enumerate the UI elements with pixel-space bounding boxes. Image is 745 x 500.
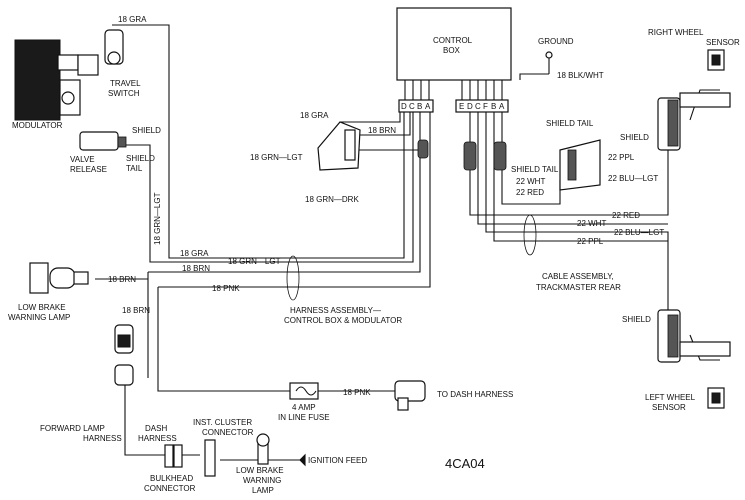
label-shield-right-bottom: SHIELD bbox=[622, 315, 651, 324]
pin-left-d: D bbox=[401, 102, 407, 111]
label-valve-release-2: RELEASE bbox=[70, 165, 107, 174]
plug-left bbox=[417, 139, 429, 159]
pin-right-a: A bbox=[499, 102, 505, 111]
label-forward-lamp-2: HARNESS bbox=[83, 434, 122, 443]
label-22-ppl: 22 PPL bbox=[577, 237, 604, 246]
label-low-brake-bottom-1: LOW BRAKE bbox=[236, 466, 284, 475]
low-brake-warning-lamp-bottom bbox=[256, 433, 270, 465]
plug-right-1 bbox=[463, 141, 477, 171]
label-fuse-1: 4 AMP bbox=[292, 403, 316, 412]
label-harness-assembly-1: HARNESS ASSEMBLY— bbox=[290, 306, 381, 315]
label-harness-assembly-2: CONTROL BOX & MODULATOR bbox=[284, 316, 402, 325]
label-right-wheel-sensor-1: RIGHT WHEEL bbox=[648, 28, 704, 37]
label-18-blk-wht: 18 BLK/WHT bbox=[557, 71, 604, 80]
label-bulkhead-2: CONNECTOR bbox=[144, 484, 196, 493]
dash-harness-plug bbox=[394, 380, 426, 411]
label-18-brn-lamp: 18 BRN bbox=[108, 275, 136, 284]
travel-switch bbox=[104, 29, 124, 65]
label-18-grn-lgt-vertical: 18 GRN—LGT bbox=[153, 192, 162, 245]
label-ground: GROUND bbox=[538, 37, 574, 46]
label-right-wheel-sensor-2: SENSOR bbox=[706, 38, 740, 47]
ground-terminal bbox=[545, 51, 553, 59]
label-low-brake-bottom-2: WARNING bbox=[243, 476, 281, 485]
label-18-grn-lgt-conn: 18 GRN—LGT bbox=[250, 153, 303, 162]
label-18-brn-bus: 18 BRN bbox=[182, 264, 210, 273]
bulkhead-connector bbox=[164, 444, 183, 468]
label-22-wht-conn: 22 WHT bbox=[516, 177, 545, 186]
label-shield-tail-mid: SHIELD TAIL bbox=[511, 165, 559, 174]
label-shield-tail-left-2: TAIL bbox=[126, 164, 143, 173]
pin-right-b: B bbox=[491, 102, 496, 111]
label-valve-release-1: VALVE bbox=[70, 155, 95, 164]
label-to-dash-harness: TO DASH HARNESS bbox=[437, 390, 513, 399]
label-travel-switch-2: SWITCH bbox=[108, 89, 140, 98]
right-wheel-sensor bbox=[707, 49, 725, 71]
label-left-wheel-sensor-2: SENSOR bbox=[652, 403, 686, 412]
label-22-red-conn: 22 RED bbox=[516, 188, 544, 197]
label-inst-cluster-2: CONNECTOR bbox=[202, 428, 254, 437]
right-harness-upper bbox=[657, 92, 731, 151]
plug-right-2 bbox=[493, 141, 507, 171]
label-shield-left: SHIELD bbox=[132, 126, 161, 135]
right-harness-lower bbox=[657, 309, 731, 363]
control-box-side-connector bbox=[317, 121, 361, 171]
control-box-right-connector bbox=[455, 99, 509, 113]
label-18-gra-conn: 18 GRA bbox=[300, 111, 329, 120]
label-bulkhead-1: BULKHEAD bbox=[150, 474, 193, 483]
label-modulator: MODULATOR bbox=[12, 121, 63, 130]
label-control-box-1: CONTROL bbox=[433, 36, 473, 45]
pin-left-b: B bbox=[417, 102, 422, 111]
label-shield-right-top: SHIELD bbox=[620, 133, 649, 142]
shield-tail-connector bbox=[559, 139, 601, 191]
label-22-red: 22 RED bbox=[612, 211, 640, 220]
label-cable-assembly-2: TRACKMASTER REAR bbox=[536, 283, 621, 292]
pin-right-d: D bbox=[467, 102, 473, 111]
harness-assembly-marker bbox=[286, 255, 300, 301]
label-dash-harness-2: HARNESS bbox=[138, 434, 177, 443]
label-cable-assembly-1: CABLE ASSEMBLY, bbox=[542, 272, 614, 281]
label-18-gra-bus: 18 GRA bbox=[180, 249, 209, 258]
label-18-grn-drk: 18 GRN—DRK bbox=[305, 195, 359, 204]
valve-release bbox=[79, 131, 127, 151]
label-travel-switch-1: TRAVEL bbox=[110, 79, 141, 88]
label-18-brn-conn: 18 BRN bbox=[368, 126, 396, 135]
pin-right-f: F bbox=[483, 102, 488, 111]
control-box bbox=[396, 7, 512, 81]
label-inst-cluster-1: INST. CLUSTER bbox=[193, 418, 252, 427]
label-control-box-2: BOX bbox=[443, 46, 461, 55]
label-18-pnk-dash: 18 PNK bbox=[343, 388, 371, 397]
label-shield-tail-top: SHIELD TAIL bbox=[546, 119, 594, 128]
label-22-ppl-conn: 22 PPL bbox=[608, 153, 635, 162]
label-18-grn-lgt-bus: 18 GRN—LGT bbox=[228, 257, 281, 266]
label-22-blu-lgt-conn: 22 BLU—LGT bbox=[608, 174, 658, 183]
in-line-fuse bbox=[289, 382, 319, 400]
inst-cluster-connector bbox=[204, 439, 216, 477]
label-18-pnk-bus: 18 PNK bbox=[212, 284, 240, 293]
label-left-wheel-sensor-1: LEFT WHEEL bbox=[645, 393, 696, 402]
pin-right-e: E bbox=[459, 102, 464, 111]
label-low-brake-left-1: LOW BRAKE bbox=[18, 303, 66, 312]
label-low-brake-bottom-3: LAMP bbox=[252, 486, 274, 495]
label-22-wht: 22 WHT bbox=[577, 219, 606, 228]
figure-code: 4CA04 bbox=[445, 456, 485, 471]
label-ignition-feed: IGNITION FEED bbox=[308, 456, 367, 465]
label-low-brake-left-2: WARNING LAMP bbox=[8, 313, 70, 322]
label-22-blu-lgt: 22 BLU—LGT bbox=[614, 228, 664, 237]
pin-right-c: C bbox=[475, 102, 481, 111]
label-dash-harness-1: DASH bbox=[145, 424, 167, 433]
pin-left-a: A bbox=[425, 102, 431, 111]
left-wheel-sensor bbox=[707, 387, 725, 409]
brn-connector bbox=[114, 324, 134, 386]
label-forward-lamp-1: FORWARD LAMP bbox=[40, 424, 105, 433]
low-brake-warning-lamp-left bbox=[29, 262, 89, 294]
modulator bbox=[14, 39, 99, 121]
control-box-left-connector bbox=[398, 99, 434, 113]
label-fuse-2: IN LINE FUSE bbox=[278, 413, 330, 422]
label-18-gra-top: 18 GRA bbox=[118, 15, 147, 24]
label-shield-tail-left-1: SHIELD bbox=[126, 154, 155, 163]
label-18-brn-down: 18 BRN bbox=[122, 306, 150, 315]
cable-assembly-marker bbox=[523, 214, 537, 256]
pin-left-c: C bbox=[409, 102, 415, 111]
